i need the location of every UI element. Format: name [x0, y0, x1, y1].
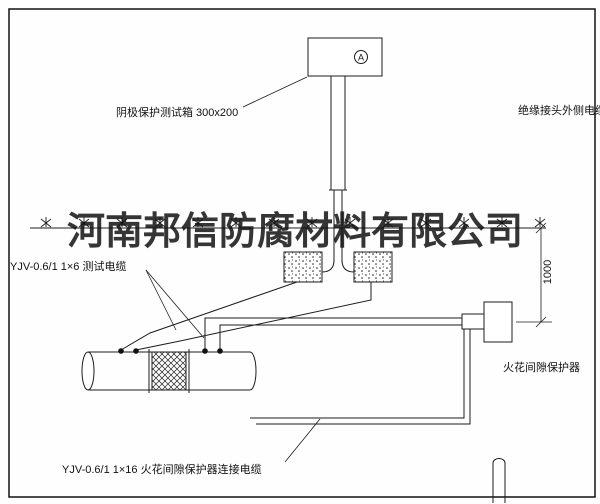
ground-mark-icon: [40, 216, 52, 228]
cable-weld-dot: [133, 348, 139, 354]
dimension-tick-top: [535, 222, 547, 234]
spark-gap-cable-2: [219, 324, 470, 351]
dimension-1000: 1000: [516, 222, 554, 328]
spark-gap-cable-1: [204, 317, 470, 351]
test-cable-label-leader-2: [145, 269, 205, 339]
spark-gap-protector: [461, 301, 513, 343]
protector-body: [483, 301, 513, 343]
test-cable-right: [135, 282, 372, 351]
spark-gap-protector-label: 火花间隙保护器: [503, 360, 580, 374]
cable-hook-left: [321, 259, 335, 273]
test-box-outline: [307, 37, 383, 77]
meter-circle-icon: [354, 50, 368, 64]
test-box-label: 阴极保护测试箱 300x200: [116, 105, 238, 119]
cable-hook-right: [341, 259, 355, 273]
dimension-tick-bottom: [535, 316, 547, 328]
test-box-label-leader: [242, 76, 308, 108]
pipeline: [81, 348, 257, 393]
test-cable-label: YJV-0.6/1 1×6 测试电缆: [10, 260, 126, 273]
spark-gap-connection-cable-2: [256, 329, 471, 425]
conduit-riser: [321, 76, 355, 273]
company-watermark: 河南邦信防腐材料有限公司: [67, 211, 523, 253]
riser-symbol-top-arc: [492, 458, 506, 464]
outer-cable-label: 绝缘接头外侧电缆: [518, 103, 600, 117]
cable-weld-dot: [202, 348, 208, 354]
concrete-block-right: [353, 251, 393, 283]
pipe-end-cap-left: [81, 351, 95, 391]
concrete-block-left: [283, 251, 323, 283]
dimension-value: 1000: [542, 260, 554, 284]
pipe-end-arc-right: [249, 351, 257, 391]
cable-weld-dot: [217, 348, 223, 354]
connection-cable-label-leader: [284, 418, 321, 463]
test-box: A: [307, 37, 383, 77]
pipe-riser-symbol: [492, 458, 506, 503]
connection-cable-label: YJV-0.6/1 1×16 火花间隙保护器连接电缆: [62, 462, 262, 476]
drawing-border-frame: [8, 8, 596, 498]
test-cable-left: [120, 281, 298, 351]
protector-stem: [461, 313, 485, 330]
spark-gap-connection-cable-1: [250, 329, 465, 419]
insulating-joint: [151, 351, 187, 391]
meter-symbol: A: [358, 53, 364, 63]
test-cable-label-leader-1: [145, 269, 177, 331]
cable-weld-dot: [118, 348, 124, 354]
